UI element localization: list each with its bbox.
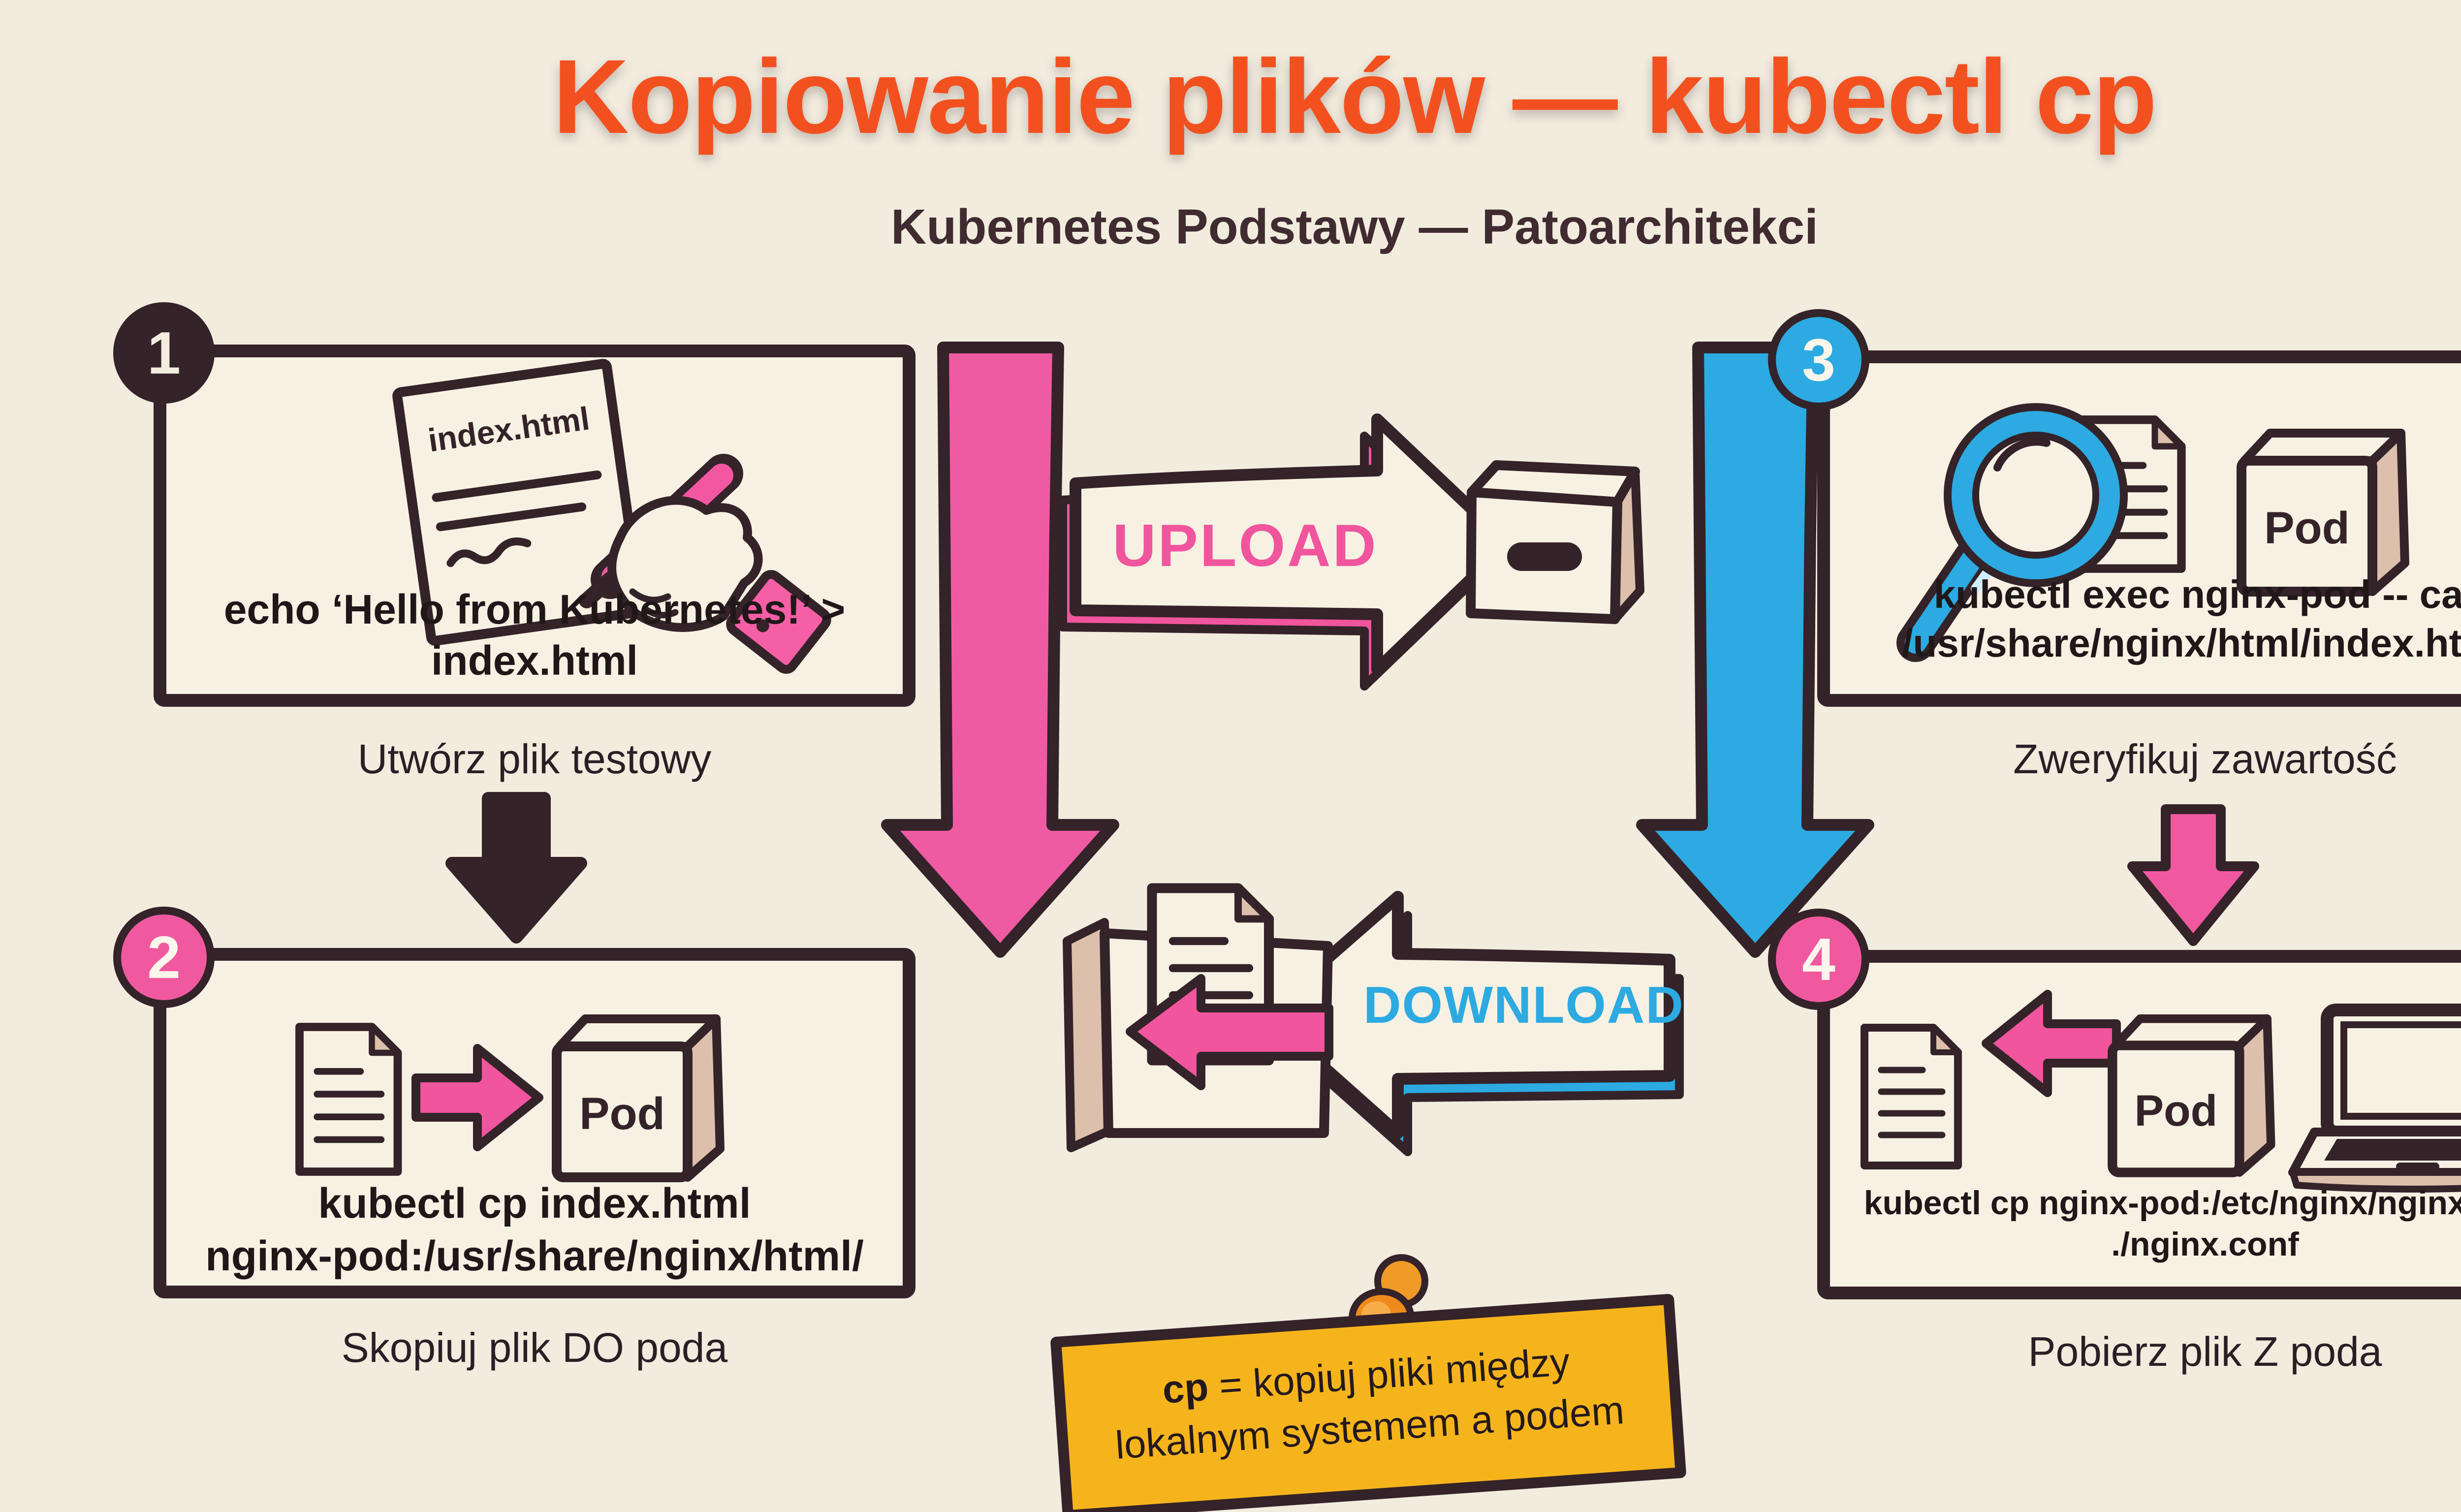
step-3-badge: 3 <box>1768 309 1869 410</box>
step-1-caption: Utwórz plik testowy <box>357 736 712 782</box>
sticky-note-term: cp <box>1161 1364 1210 1412</box>
step-4-command-line1: kubectl cp nginx-pod:/etc/nginx/nginx.co… <box>1863 1184 2461 1222</box>
step-4-caption: Pobierz plik Z poda <box>2028 1328 2382 1375</box>
sticky-note: cp = kopiuj pliki między lokalnym system… <box>1050 1293 1687 1512</box>
upload-box-icon <box>1466 460 1644 624</box>
step-3-caption: Zweryfikuj zawartość <box>2013 736 2397 782</box>
step-4-command-line2: ./nginx.conf <box>2111 1226 2299 1263</box>
step-2-caption: Skopiuj plik DO poda <box>341 1324 728 1371</box>
step-2-command-line1: kubectl cp index.html <box>318 1180 751 1227</box>
step-2-command: kubectl cp index.html nginx-pod:/usr/sha… <box>173 1177 896 1282</box>
step-3-command: kubectl exec nginx-pod -- cat /usr/share… <box>1837 570 2461 667</box>
download-box-icon <box>1063 888 1333 1152</box>
step-4-command: kubectl cp nginx-pod:/etc/nginx/nginx.co… <box>1832 1182 2461 1265</box>
step-2-badge: 2 <box>113 907 215 1008</box>
step-4-badge: 4 <box>1768 909 1869 1010</box>
step1-to-step2-arrow <box>445 792 587 944</box>
step-3-command-line1: kubectl exec nginx-pod -- cat <box>1933 572 2461 616</box>
page-title: Kopiowanie plików — kubectl cp <box>553 38 2157 156</box>
step-1-command-line1: echo ‘Hello from Kubernetes!’ > <box>223 586 846 632</box>
step-1-command-line2: index.html <box>431 637 638 684</box>
step3-to-step4-arrow <box>2127 804 2259 946</box>
step-3-command-line2: /usr/share/nginx/html/index.html <box>1902 621 2461 665</box>
step-1-badge: 1 <box>113 302 215 404</box>
upload-arrow-label: UPLOAD <box>1112 512 1378 579</box>
page-subtitle: Kubernetes Podstawy — Patoarchitekci <box>891 199 1818 254</box>
step-2-command-line2: nginx-pod:/usr/share/nginx/html/ <box>205 1232 864 1280</box>
upload-flow-down-arrow <box>881 342 1119 958</box>
download-arrow-label: DOWNLOAD <box>1363 976 1684 1034</box>
step-1-command: echo ‘Hello from Kubernetes!’ > index.ht… <box>173 584 896 686</box>
